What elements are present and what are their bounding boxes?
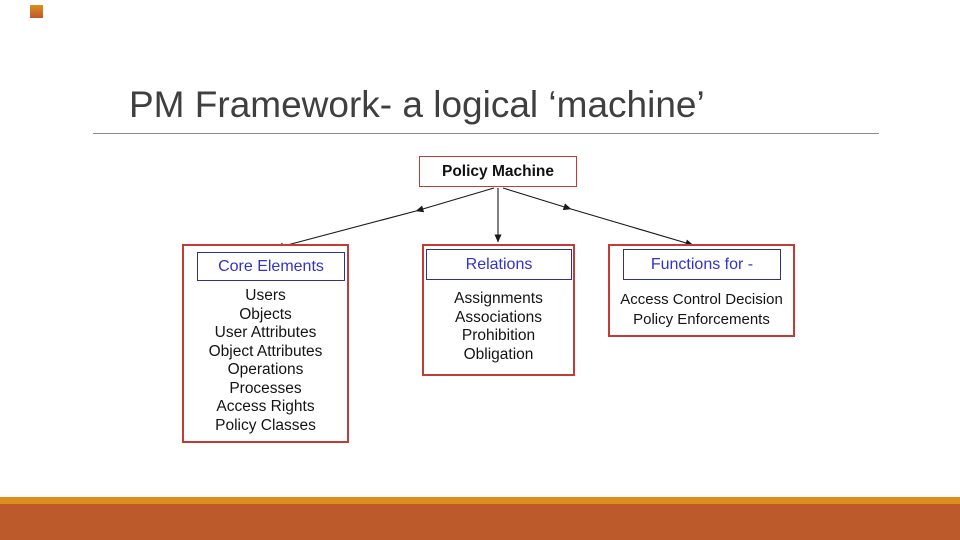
policy-machine-box: Policy Machine bbox=[419, 156, 577, 187]
policy-machine-label: Policy Machine bbox=[442, 162, 554, 180]
connector-arrow-left-2 bbox=[275, 210, 417, 250]
bottom-accent-band bbox=[0, 504, 960, 540]
connector-arrow-right-1 bbox=[502, 187, 572, 211]
list-item: Object Attributes bbox=[208, 342, 323, 360]
theme-accent-square bbox=[30, 5, 43, 18]
connector-arrow-left-1 bbox=[415, 187, 495, 213]
list-item: Obligation bbox=[463, 345, 534, 363]
functions-box: Functions for - Access Control Decision … bbox=[608, 244, 795, 337]
core-elements-box: Core Elements Users Objects User Attribu… bbox=[182, 244, 349, 443]
core-elements-list: Users Objects User Attributes Object Att… bbox=[184, 287, 347, 435]
connector-arrow-right-2 bbox=[570, 208, 694, 247]
core-elements-header: Core Elements bbox=[197, 252, 345, 281]
list-item: Access Rights bbox=[216, 398, 315, 415]
title-divider bbox=[93, 133, 879, 134]
list-item: Assignments bbox=[454, 290, 543, 307]
relations-box: Relations Assignments Associations Prohi… bbox=[422, 244, 575, 376]
list-item: Objects bbox=[239, 305, 292, 323]
list-item: Users bbox=[245, 287, 286, 304]
functions-header: Functions for - bbox=[623, 249, 781, 280]
list-item: Processes bbox=[229, 379, 302, 397]
list-item: User Attributes bbox=[214, 324, 317, 341]
list-item: Prohibition bbox=[461, 327, 536, 344]
core-elements-header-label: Core Elements bbox=[218, 257, 324, 275]
relations-header: Relations bbox=[426, 249, 572, 280]
relations-header-label: Relations bbox=[465, 255, 533, 273]
list-item: Policy Classes bbox=[215, 416, 316, 434]
list-item: Policy Enforcements bbox=[633, 310, 770, 328]
list-item: Associations bbox=[454, 308, 542, 326]
relations-list: Assignments Associations Prohibition Obl… bbox=[424, 290, 573, 364]
functions-list: Access Control Decision Policy Enforceme… bbox=[610, 290, 793, 329]
list-item: Operations bbox=[227, 361, 304, 378]
page-title: PM Framework- a logical ‘machine’ bbox=[129, 84, 705, 125]
list-item: Access Control Decision bbox=[620, 291, 783, 308]
bottom-accent-stripe bbox=[0, 497, 960, 504]
functions-header-label: Functions for - bbox=[650, 255, 754, 273]
